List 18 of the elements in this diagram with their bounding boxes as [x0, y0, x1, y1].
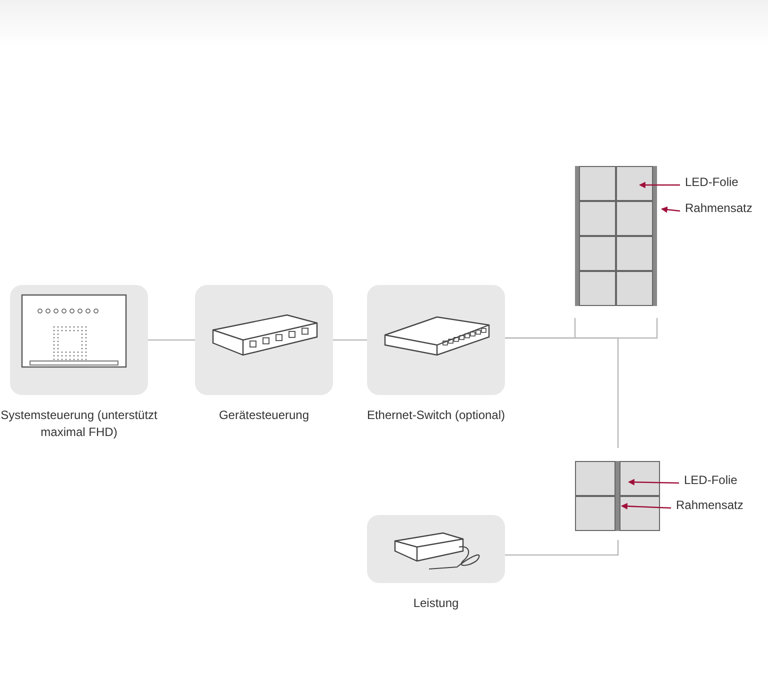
- part-label: Rahmensatz: [676, 498, 744, 512]
- device-caption: Gerätesteuerung: [218, 407, 310, 424]
- part-label: LED-Folie: [684, 473, 738, 487]
- led-panel-drawing: [575, 461, 660, 531]
- leader-line: [620, 502, 672, 510]
- connector-line: [505, 337, 619, 448]
- device-caption: Systemsteuerung (unterstützt maximal FHD): [0, 407, 158, 441]
- device-caption: Leistung: [412, 595, 460, 612]
- part-label: LED-Folie: [685, 175, 738, 189]
- leader-line: [628, 478, 680, 486]
- connector-line: [505, 540, 619, 556]
- part-label: Rahmensatz: [685, 201, 752, 215]
- leader-line: [638, 182, 680, 188]
- device-caption: Ethernet-Switch (optional): [366, 407, 506, 424]
- connector-line: [148, 339, 195, 341]
- led-panel-drawing: [575, 166, 657, 306]
- leader-line: [660, 206, 680, 213]
- connector-line: [333, 339, 367, 341]
